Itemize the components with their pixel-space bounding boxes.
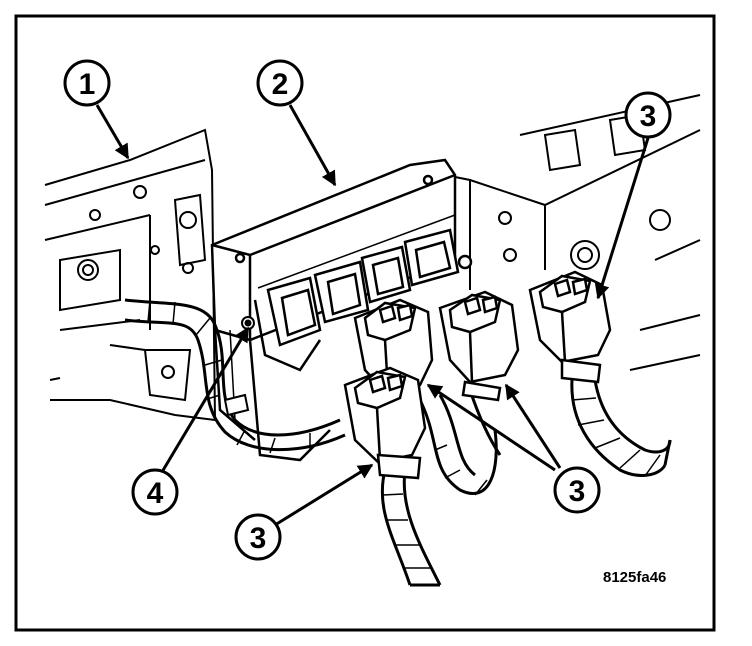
harness-connector-c bbox=[343, 366, 427, 480]
harness-connector-d bbox=[528, 270, 612, 384]
leader-3-right bbox=[594, 137, 650, 300]
callout-3-lower-label: 3 bbox=[250, 522, 267, 555]
callout-3-mid-label: 3 bbox=[569, 475, 586, 508]
harness-connector-b bbox=[438, 290, 520, 402]
callout-4-label: 4 bbox=[147, 477, 164, 510]
callout-2: 2 bbox=[256, 59, 304, 107]
leader-3-lower bbox=[274, 463, 374, 527]
callout-3-right-label: 3 bbox=[640, 100, 657, 133]
module-sockets bbox=[266, 228, 473, 347]
callout-3-lower: 3 bbox=[234, 513, 282, 561]
leader-1 bbox=[95, 104, 130, 160]
body-panel bbox=[44, 128, 217, 422]
harness-connector-a bbox=[353, 298, 434, 394]
callout-1: 1 bbox=[63, 59, 111, 107]
leader-4 bbox=[160, 326, 250, 473]
callout-1-label: 1 bbox=[79, 68, 96, 101]
callout-3-mid: 3 bbox=[553, 466, 601, 514]
leader-2 bbox=[288, 104, 337, 187]
callout-2-label: 2 bbox=[272, 68, 289, 101]
harness-tape-marks bbox=[147, 299, 661, 569]
callout-3-right: 3 bbox=[624, 91, 672, 139]
callout-4: 4 bbox=[131, 468, 179, 516]
leader-3-mid-a bbox=[426, 383, 556, 472]
leader-3-mid-b bbox=[504, 383, 562, 469]
figure-id: 8125fa46 bbox=[603, 569, 666, 586]
figure-frame bbox=[14, 14, 716, 632]
harness-connectors bbox=[343, 270, 612, 480]
leader-arrows bbox=[95, 104, 650, 527]
